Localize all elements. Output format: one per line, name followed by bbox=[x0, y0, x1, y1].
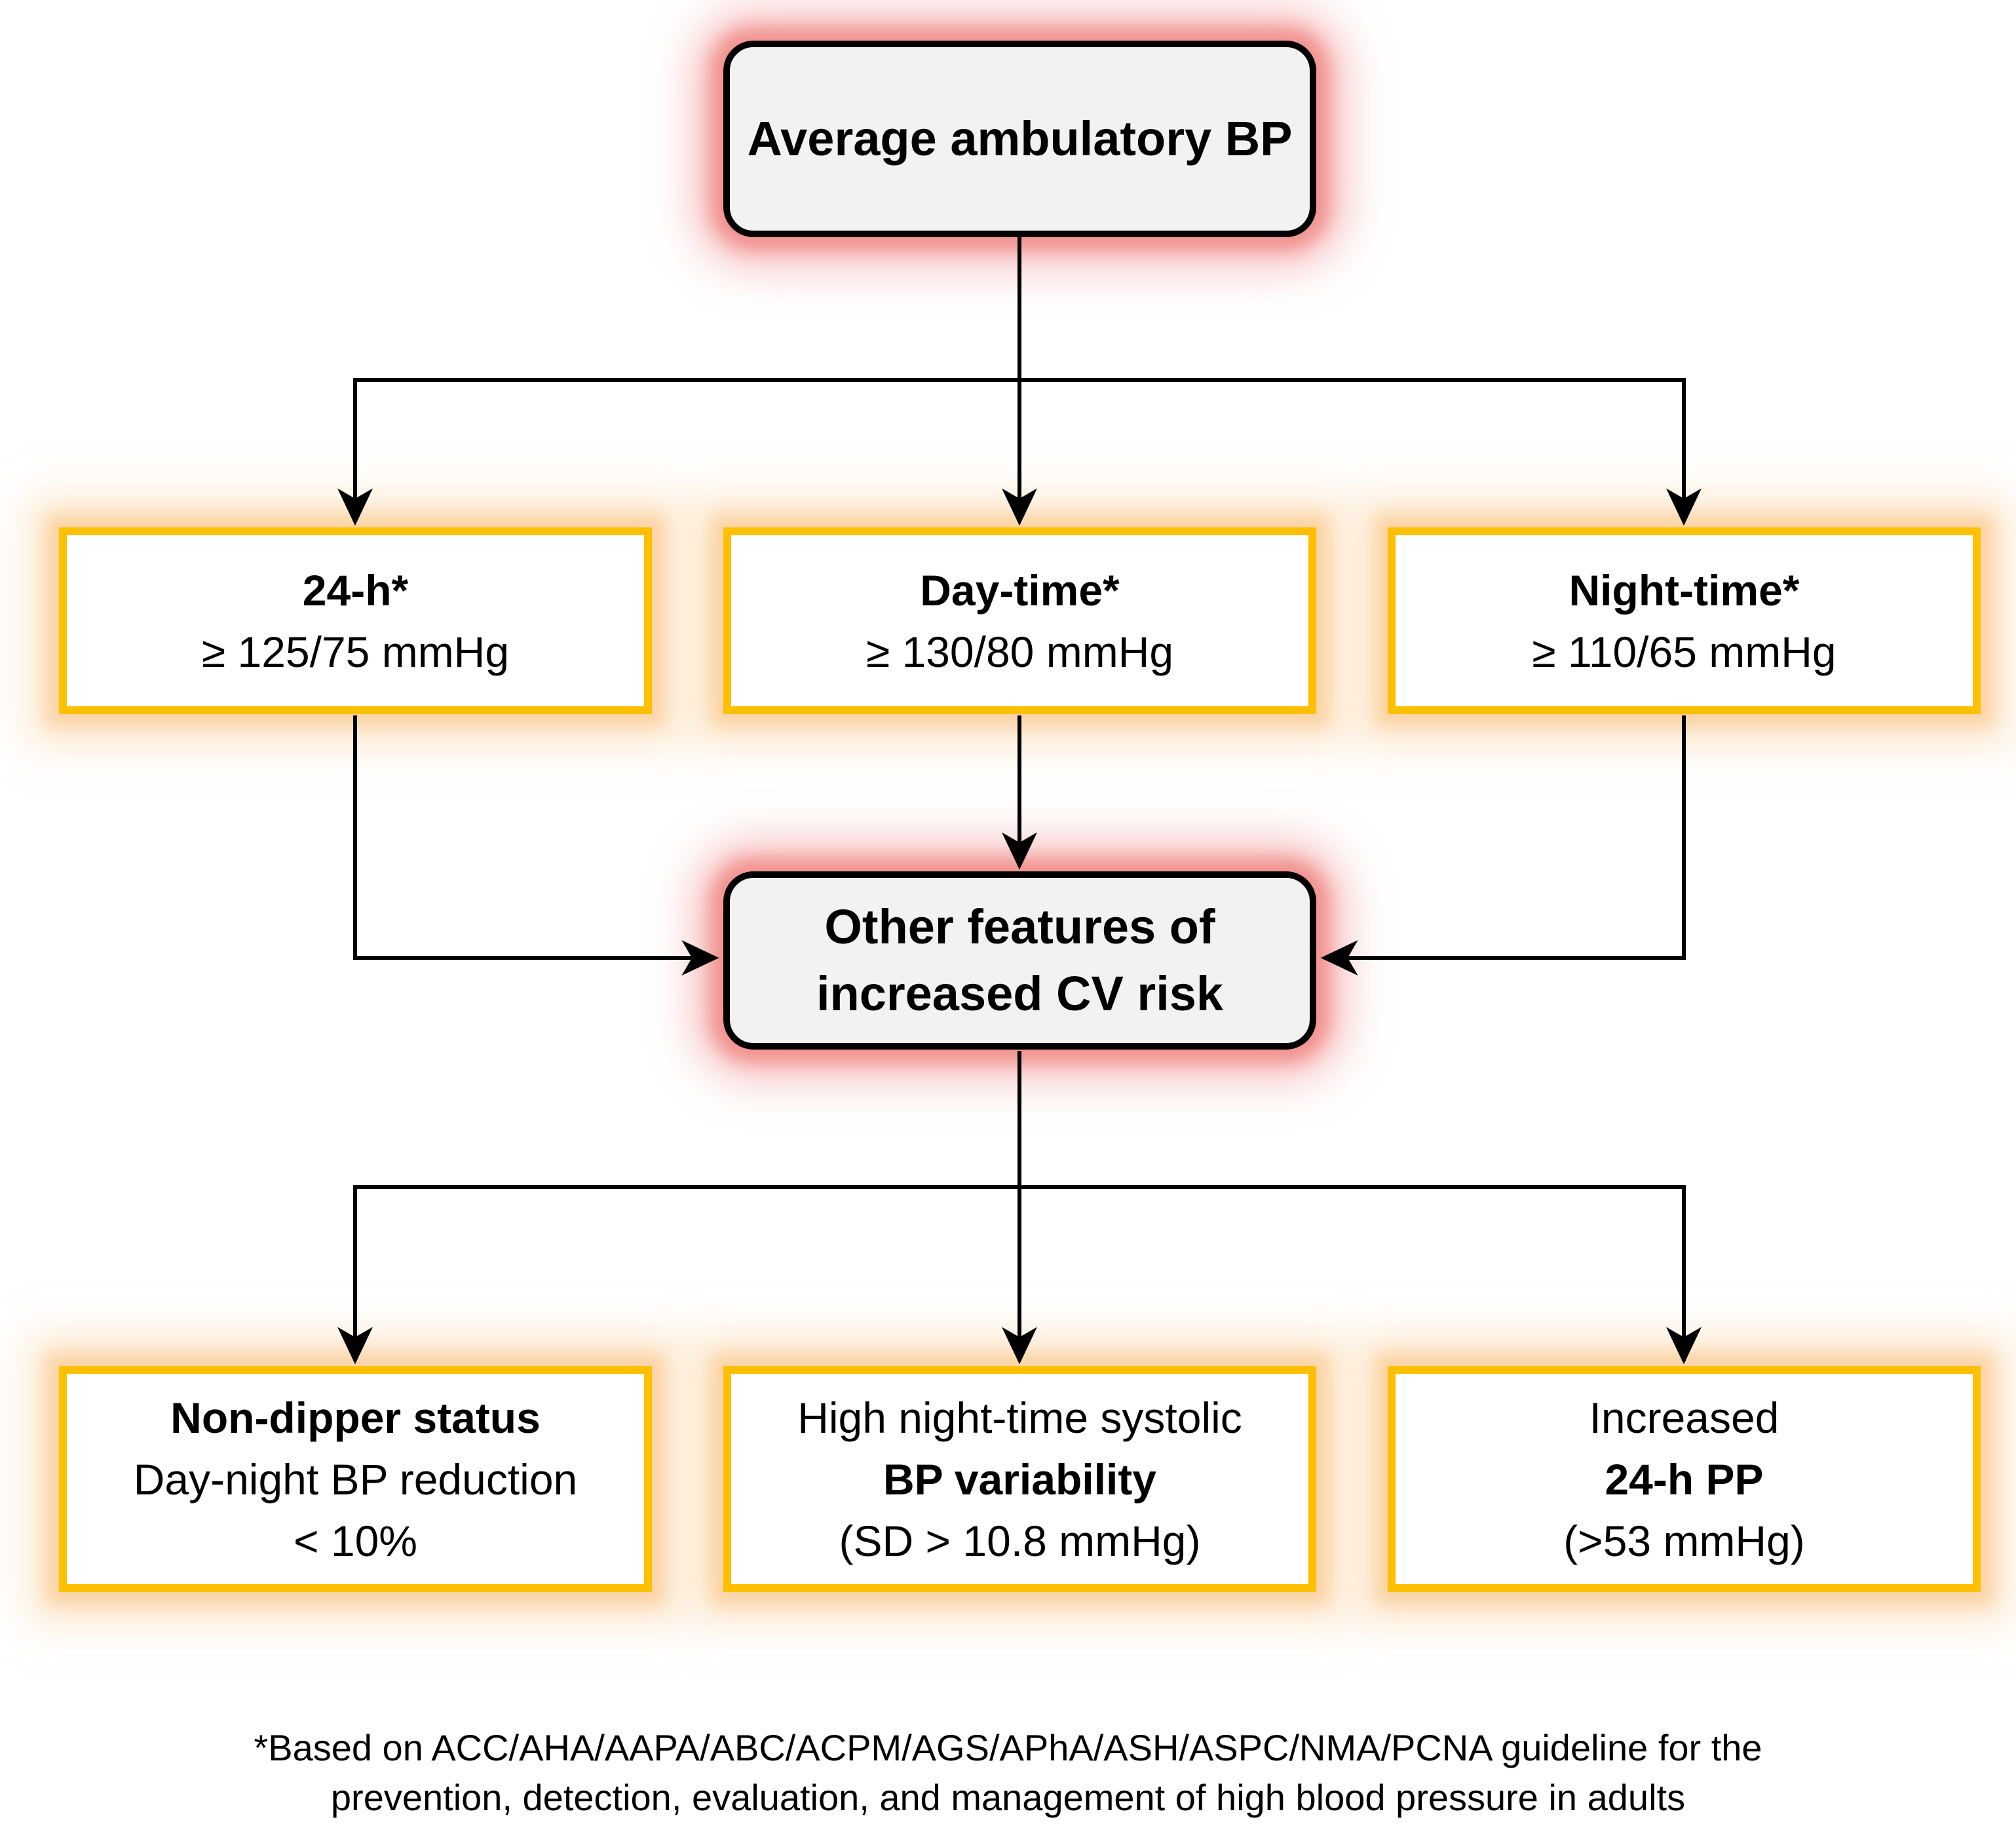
node-line1: Increased bbox=[1589, 1393, 1779, 1442]
node-line3: (SD > 10.8 mmHg) bbox=[839, 1516, 1201, 1565]
node-line2: 24-h PP bbox=[1605, 1454, 1764, 1504]
node-daytime-threshold: Day-time* ≥ 130/80 mmHg bbox=[723, 527, 1316, 714]
node-value: ≥ 130/80 mmHg bbox=[865, 627, 1174, 676]
node-line2: Day-night BP reduction bbox=[133, 1454, 578, 1504]
node-title: 24-h* bbox=[302, 565, 409, 615]
node-nighttime-threshold: Night-time* ≥ 110/65 mmHg bbox=[1388, 527, 1981, 714]
node-label-line2: increased CV risk bbox=[816, 966, 1224, 1021]
node-line1: High night-time systolic bbox=[797, 1393, 1242, 1442]
footnote: *Based on ACC/AHA/AAPA/ABC/ACPM/AGS/APhA… bbox=[0, 1723, 2016, 1823]
node-value: ≥ 110/65 mmHg bbox=[1532, 627, 1836, 676]
connector-24h-to-center bbox=[353, 715, 719, 976]
node-bp-variability: High night-time systolic BP variability … bbox=[723, 1366, 1316, 1592]
node-line1: Non-dipper status bbox=[170, 1393, 541, 1442]
node-title: Night-time* bbox=[1569, 565, 1800, 615]
footnote-line2: prevention, detection, evaluation, and m… bbox=[330, 1777, 1686, 1818]
node-label: Average ambulatory BP bbox=[747, 111, 1293, 166]
node-non-dipper-status: Non-dipper status Day-night BP reduction… bbox=[59, 1366, 652, 1592]
node-line3: (>53 mmHg) bbox=[1563, 1516, 1805, 1565]
node-average-ambulatory-bp: Average ambulatory BP bbox=[723, 41, 1316, 237]
node-line2: BP variability bbox=[883, 1454, 1156, 1504]
footnote-line1: *Based on ACC/AHA/AAPA/ABC/ACPM/AGS/APhA… bbox=[254, 1727, 1762, 1768]
node-24h-threshold: 24-h* ≥ 125/75 mmHg bbox=[59, 527, 652, 714]
node-title: Day-time* bbox=[920, 565, 1120, 615]
node-increased-24h-pp: Increased 24-h PP (>53 mmHg) bbox=[1388, 1366, 1981, 1592]
node-line3: < 10% bbox=[294, 1516, 417, 1565]
node-other-cv-risk-features: Other features of increased CV risk bbox=[723, 871, 1316, 1050]
connector-night-to-center bbox=[1320, 715, 1686, 976]
node-label-line1: Other features of bbox=[824, 900, 1215, 954]
node-value: ≥ 125/75 mmHg bbox=[201, 627, 510, 676]
